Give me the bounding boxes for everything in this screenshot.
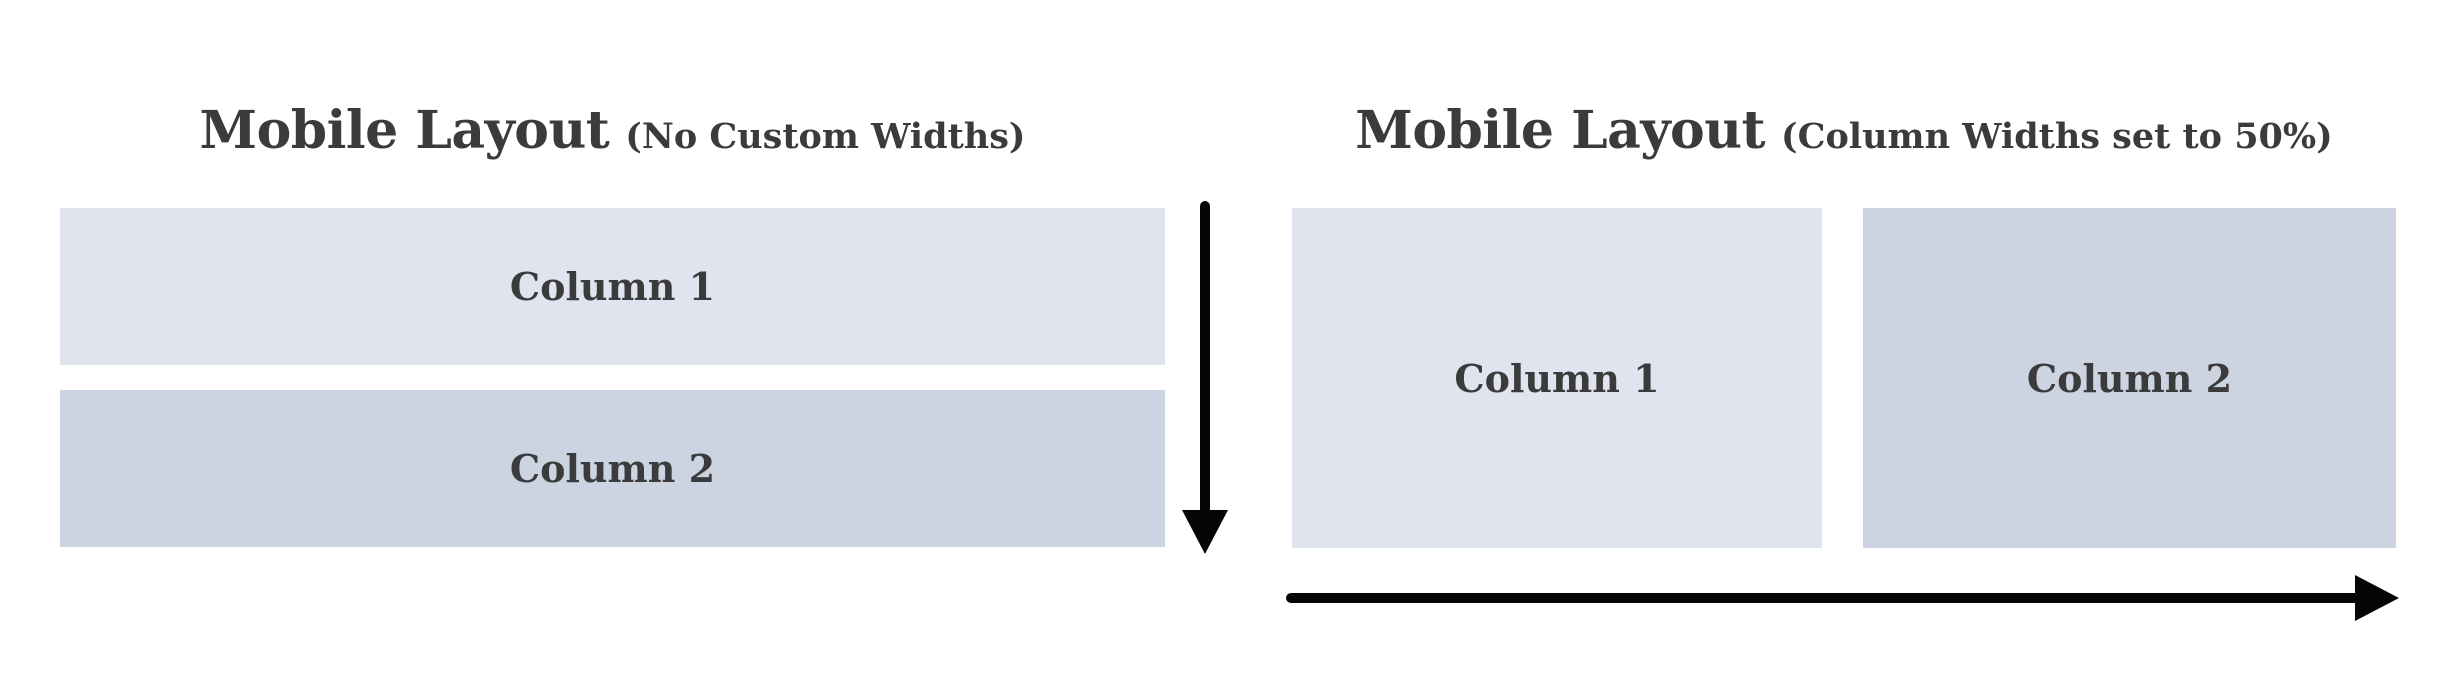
right-column-1-box: Column 1 bbox=[1292, 208, 1822, 548]
right-column-2-label: Column 2 bbox=[2026, 355, 2233, 401]
right-panel-title-main: Mobile Layout bbox=[1355, 100, 1766, 161]
right-arrow-head bbox=[2355, 575, 2399, 621]
left-panel-title: Mobile Layout (No Custom Widths) bbox=[60, 100, 1165, 184]
down-arrow-head bbox=[1182, 510, 1228, 554]
left-panel-title-note: (No Custom Widths) bbox=[625, 116, 1026, 157]
left-panel-title-main: Mobile Layout bbox=[199, 100, 610, 161]
left-column-1-label: Column 1 bbox=[509, 264, 716, 309]
down-arrow-icon bbox=[1182, 201, 1228, 554]
left-column-1-box: Column 1 bbox=[60, 208, 1165, 365]
left-column-2-label: Column 2 bbox=[509, 446, 716, 491]
right-column-1-label: Column 1 bbox=[1454, 355, 1660, 401]
right-panel-title: Mobile Layout (Column Widths set to 50%) bbox=[1292, 100, 2396, 184]
left-column-2-box: Column 2 bbox=[60, 390, 1165, 547]
right-arrow-icon bbox=[1286, 575, 2399, 621]
right-column-2-box: Column 2 bbox=[1863, 208, 2396, 548]
right-panel-title-note: (Column Widths set to 50%) bbox=[1781, 116, 2333, 157]
